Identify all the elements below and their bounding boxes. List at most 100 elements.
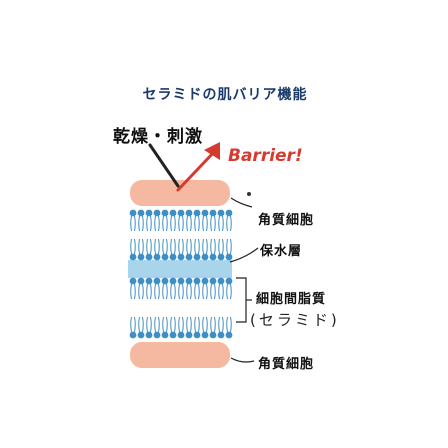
lipid-tail	[154, 316, 156, 333]
lipid-head	[185, 253, 193, 261]
lipid-tail	[210, 283, 212, 300]
lipid-tail	[142, 215, 144, 232]
lipid-tail	[158, 215, 160, 232]
bracket-lipid	[236, 277, 247, 323]
lipid-tail	[130, 238, 132, 255]
lipid-tail	[182, 283, 184, 300]
lipid-head	[145, 277, 153, 285]
lipid-tail	[178, 283, 180, 300]
lipid-tail	[142, 283, 144, 300]
lipid-tail	[198, 316, 200, 333]
pointer-water-layer	[229, 247, 259, 263]
lipid-tail	[186, 283, 188, 300]
lipid-tail	[194, 215, 196, 232]
lipid-head	[185, 277, 193, 285]
lipid-head	[209, 209, 217, 217]
lipid-tail	[182, 316, 184, 333]
lipid-tail	[190, 283, 192, 300]
lipid-head	[177, 277, 185, 285]
lipid-tail	[182, 215, 184, 232]
lipid-tail	[134, 316, 136, 333]
lipid-tail	[178, 238, 180, 255]
lipid-tail	[146, 238, 148, 255]
lipid-tail	[226, 238, 228, 255]
lipid-tail	[182, 238, 184, 255]
lipid-head	[209, 253, 217, 261]
lipid-tail	[190, 215, 192, 232]
lipid-tail	[134, 215, 136, 232]
pointer-corneocyte-bottom	[230, 357, 255, 363]
lipid-tail	[178, 316, 180, 333]
lipid-tail	[198, 283, 200, 300]
lipid-tail	[146, 316, 148, 333]
lipid-tail	[158, 283, 160, 300]
lipid-tail	[226, 283, 228, 300]
barrier-dot	[247, 192, 251, 196]
lipid-head	[225, 209, 233, 217]
lipid-head	[201, 209, 209, 217]
label-intercellular-lipid: 細胞間脂質	[256, 292, 327, 307]
lipid-head	[185, 331, 193, 339]
lipid-tail	[134, 283, 136, 300]
lipid-head	[177, 209, 185, 217]
lipid-head	[217, 253, 225, 261]
lipid-tail	[134, 238, 136, 255]
lipid-tail	[230, 238, 232, 255]
lipid-head	[193, 209, 201, 217]
lipid-tail	[158, 316, 160, 333]
pointer-corneocyte-top	[230, 197, 253, 208]
corneocyte-bottom-shape	[130, 342, 230, 368]
lipid-tail	[198, 238, 200, 255]
lipid-tail	[214, 316, 216, 333]
lipid-head	[161, 277, 169, 285]
lipid-head	[153, 253, 161, 261]
lipid-head	[145, 331, 153, 339]
lipid-tail	[190, 316, 192, 333]
lipid-tail	[222, 238, 224, 255]
lipid-tail	[150, 215, 152, 232]
lipid-tail	[150, 238, 152, 255]
lipid-tail	[202, 316, 204, 333]
lipid-head	[185, 209, 193, 217]
lipid-head	[209, 277, 217, 285]
lipid-tail	[138, 238, 140, 255]
lipid-head	[201, 253, 209, 261]
lipid-tail	[130, 316, 132, 333]
lipid-head	[177, 331, 185, 339]
lipid-head	[129, 253, 137, 261]
lipid-head	[177, 253, 185, 261]
lipid-tail	[138, 316, 140, 333]
lipid-tail	[214, 238, 216, 255]
lipid-tail	[178, 215, 180, 232]
label-water-layer: 保水層	[260, 244, 303, 259]
lipid-tail	[162, 238, 164, 255]
lipid-tail	[170, 238, 172, 255]
lipid-tail	[214, 215, 216, 232]
lipid-tail	[146, 215, 148, 232]
lipid-tail	[206, 316, 208, 333]
lipid-tail	[210, 215, 212, 232]
lipid-tail	[162, 316, 164, 333]
lipid-head	[137, 209, 145, 217]
lipid-head	[217, 209, 225, 217]
lipid-tail	[166, 215, 168, 232]
lipid-tail	[218, 215, 220, 232]
lipid-head	[129, 209, 137, 217]
lipid-head	[153, 277, 161, 285]
lipid-head	[169, 331, 177, 339]
lipid-bilayer	[128, 209, 233, 339]
lipid-tail	[170, 283, 172, 300]
lipid-tail	[230, 316, 232, 333]
lipid-tail	[202, 238, 204, 255]
barrier-arrow	[176, 142, 220, 192]
lipid-tail	[214, 283, 216, 300]
lipid-tail	[146, 283, 148, 300]
stimulus-arrow	[148, 143, 180, 188]
lipid-tail	[166, 316, 168, 333]
label-corneocyte-top: 角質細胞	[258, 213, 315, 228]
lipid-tail	[186, 238, 188, 255]
lipid-tail	[186, 316, 188, 333]
lipid-tail	[158, 238, 160, 255]
